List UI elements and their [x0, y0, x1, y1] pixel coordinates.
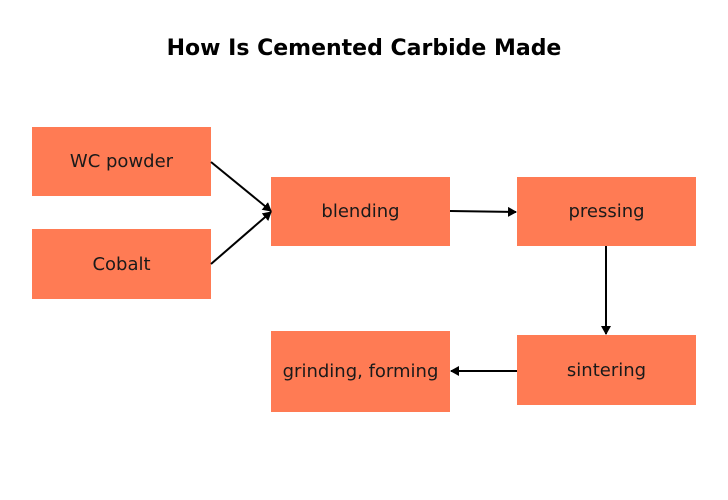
arrow-cobalt-to-blending: [210, 211, 272, 265]
diagram-title: How Is Cemented Carbide Made: [166, 36, 562, 61]
node-pressing: pressing: [517, 177, 696, 246]
node-sintering-label: sintering: [566, 359, 647, 381]
node-wc-powder: WC powder: [32, 127, 211, 196]
node-grinding-forming-label: grinding, forming: [282, 361, 439, 382]
node-blending: blending: [271, 177, 450, 246]
node-cobalt: Cobalt: [32, 229, 211, 299]
arrow-wc-to-blending: [210, 161, 272, 212]
node-blending-label: blending: [321, 201, 400, 222]
node-wc-powder-label: WC powder: [69, 151, 174, 172]
arrow-blending-to-pressing: [449, 206, 517, 217]
node-grinding-forming: grinding, forming: [271, 331, 450, 412]
node-cobalt-label: Cobalt: [92, 253, 151, 275]
node-pressing-label: pressing: [568, 201, 645, 222]
node-sintering: sintering: [517, 335, 696, 405]
